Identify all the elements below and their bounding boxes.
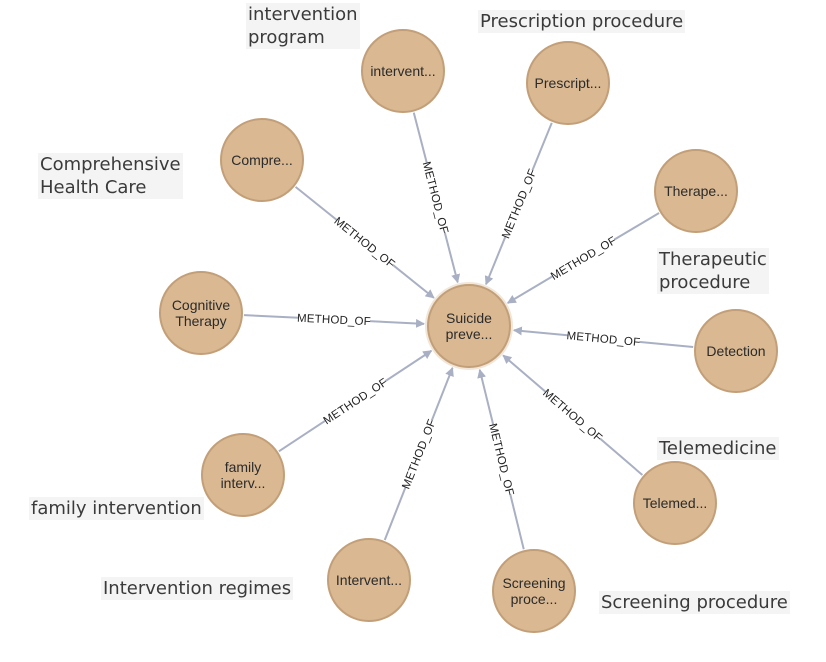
annotation-intervention-regimes: Intervention regimes (101, 577, 294, 600)
node-suicide-prevention-label-line-1: preve... (446, 326, 493, 342)
node-telemedicine-circle (633, 461, 717, 545)
edge-label-bg-detection (566, 327, 641, 350)
edge-prescription-procedure[interactable]: METHOD_OF (484, 122, 553, 286)
edge-label-text-family-intervention: METHOD_OF (322, 377, 390, 428)
annotation-screening-procedure: Screening procedure (599, 591, 790, 614)
node-suicide-prevention-halo (425, 282, 513, 370)
edge-label-bg-family-intervention (320, 374, 390, 428)
node-screening-procedure-label-line-0: Screening (502, 575, 565, 591)
node-family-intervention-label-line-0: family (225, 459, 262, 475)
node-cognitive-therapy-label-line-1: Therapy (175, 313, 226, 329)
node-family-intervention[interactable]: familyinterv... (201, 433, 286, 518)
node-family-intervention-circle (201, 433, 285, 517)
edge-label-bg-screening-procedure (485, 422, 519, 497)
edge-label-text-therapeutic-procedure: METHOD_OF (549, 235, 619, 283)
edge-label-prescription-procedure: METHOD_OF (497, 167, 540, 240)
node-intervention-program-circle (361, 29, 445, 113)
edge-label-bg-comprehensive-health-care (331, 213, 398, 272)
annotation-therapeutic-procedure: Therapeutic procedure (657, 248, 769, 294)
node-prescription-procedure-circle (526, 41, 610, 125)
node-intervention-regimes[interactable]: Intervent... (327, 538, 412, 623)
node-therapeutic-procedure-label-line-0: Therape... (664, 183, 728, 199)
node-prescription-procedure-label-line-0: Prescript... (535, 75, 602, 91)
node-therapeutic-procedure-circle (654, 149, 738, 233)
edge-label-detection: METHOD_OF (566, 327, 641, 350)
nodes-layer: intervent... Prescript... Therape... Detect… (159, 29, 779, 634)
edge-therapeutic-procedure[interactable]: METHOD_OF (506, 212, 660, 304)
edge-label-text-cognitive-therapy: METHOD_OF (297, 313, 371, 329)
edge-label-bg-intervention-program (418, 160, 453, 235)
edge-cognitive-therapy[interactable]: METHOD_OF (243, 309, 425, 330)
annotation-intervention-program: intervention program (246, 3, 360, 49)
edge-family-intervention[interactable]: METHOD_OF (278, 349, 433, 453)
edge-label-screening-procedure: METHOD_OF (485, 422, 519, 497)
edge-screening-procedure[interactable]: METHOD_OF (477, 368, 525, 550)
edge-label-text-comprehensive-health-care: METHOD_OF (331, 215, 396, 271)
node-comprehensive-health-care-label-line-0: Compre... (231, 152, 292, 168)
node-detection[interactable]: Detection (694, 309, 779, 394)
edge-comprehensive-health-care[interactable]: METHOD_OF (294, 186, 435, 299)
node-telemedicine-label-line-0: Telemed... (643, 495, 708, 511)
node-intervention-program-label-line-0: intervent... (370, 63, 435, 79)
node-screening-procedure-label-line-1: proce... (511, 591, 558, 607)
edge-label-family-intervention: METHOD_OF (320, 374, 390, 428)
node-detection-circle (694, 309, 778, 393)
annotation-prescription-procedure: Prescription procedure (478, 10, 686, 33)
edge-intervention-program[interactable]: METHOD_OF (412, 112, 461, 284)
node-comprehensive-health-care[interactable]: Compre... (220, 118, 305, 203)
node-prescription-procedure[interactable]: Prescript... (526, 41, 611, 126)
node-suicide-prevention-circle (427, 284, 511, 368)
edge-label-intervention-regimes: METHOD_OF (398, 417, 440, 491)
node-cognitive-therapy-circle (159, 271, 243, 355)
edge-label-bg-cognitive-therapy (297, 309, 371, 330)
annotation-family-intervention: family intervention (29, 497, 204, 520)
node-intervention-regimes-label-line-0: Intervent... (336, 572, 402, 588)
node-detection-label-line-0: Detection (706, 343, 765, 359)
node-screening-procedure[interactable]: Screeningproce... (492, 549, 577, 634)
edge-label-intervention-program: METHOD_OF (418, 160, 453, 235)
edge-label-therapeutic-procedure: METHOD_OF (548, 232, 619, 284)
edge-intervention-regimes[interactable]: METHOD_OF (383, 367, 454, 541)
edge-label-text-telemedicine: METHOD_OF (540, 387, 604, 444)
node-therapeutic-procedure[interactable]: Therape... (654, 149, 739, 234)
node-screening-procedure-circle (492, 549, 576, 633)
edge-label-bg-prescription-procedure (497, 167, 540, 240)
node-comprehensive-health-care-circle (220, 118, 304, 202)
edge-label-bg-telemedicine (540, 385, 606, 445)
node-telemedicine[interactable]: Telemed... (633, 461, 718, 546)
edge-label-text-intervention-regimes: METHOD_OF (400, 418, 438, 491)
edge-label-text-prescription-procedure: METHOD_OF (500, 167, 539, 240)
node-cognitive-therapy-label-line-0: Cognitive (172, 297, 231, 313)
edge-detection[interactable]: METHOD_OF (512, 326, 694, 350)
node-suicide-prevention-label-line-0: Suicide (446, 310, 492, 326)
node-family-intervention-label-line-1: interv... (221, 475, 266, 491)
annotation-comprehensive-health-care: Comprehensive Health Care (38, 153, 183, 199)
edge-label-telemedicine: METHOD_OF (540, 385, 606, 445)
annotation-telemedicine: Telemedicine (657, 437, 779, 460)
edge-label-bg-therapeutic-procedure (548, 232, 619, 284)
edge-label-cognitive-therapy: METHOD_OF (297, 309, 371, 330)
node-intervention-regimes-circle (327, 538, 411, 622)
edge-label-bg-intervention-regimes (398, 417, 440, 491)
edge-telemedicine[interactable]: METHOD_OF (502, 354, 644, 476)
node-suicide-prevention[interactable]: Suicidepreve... (425, 282, 513, 370)
node-intervention-program[interactable]: intervent... (361, 29, 446, 114)
edge-label-comprehensive-health-care: METHOD_OF (331, 213, 398, 272)
